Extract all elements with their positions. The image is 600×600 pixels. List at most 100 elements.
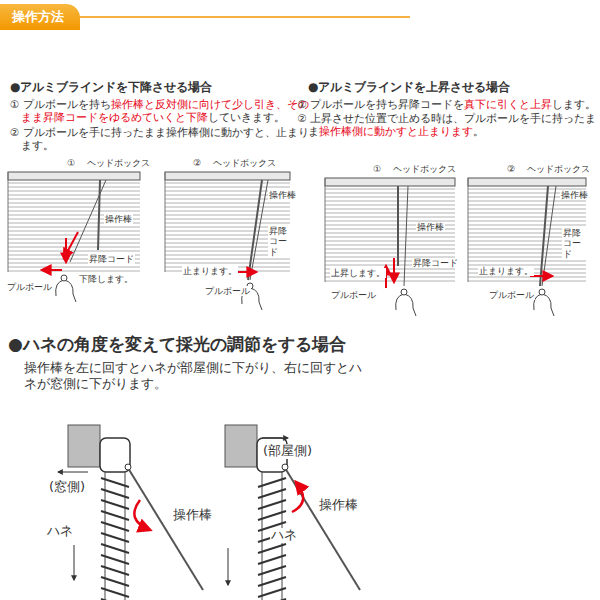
slat [8,227,140,228]
hand [56,280,76,302]
part-label: 操作棒 [269,190,296,200]
slat [468,277,586,278]
text-group: 昇降コード [412,258,459,268]
header-text: 操作方法 [12,9,64,24]
slat [101,500,129,509]
part-label: 操作棒 [417,222,444,232]
slat [8,191,140,192]
slat [468,201,586,202]
slat [325,209,455,210]
text-group: ② 上昇させた位置で止める時は、プルボールを手に持ったまま操作棒側に動かすと止ま… [298,112,599,138]
part-label: 止まります。 [479,266,533,276]
wall [225,425,257,467]
part-label: 上昇します。 [331,268,385,278]
instruction-text: します。 [552,98,596,110]
arrow [228,548,229,585]
slat [165,207,290,208]
slat [258,555,286,564]
slat [165,203,290,204]
section-heading: ●アルミブラインドを上昇させる場合 [308,80,510,94]
slat [101,588,129,597]
arrow [74,545,75,580]
slat [258,577,286,586]
text-group: 昇降コード [88,254,135,264]
slat [258,478,286,487]
text-group: ① プルボールを持ち操作棒と反対側に向けて少し引き、そのまま昇降コードをゆるめて… [10,98,313,124]
slat [101,478,129,487]
slat [468,221,586,222]
text-group: 止まります。 [182,266,238,276]
slat [258,500,286,509]
part-label: プルボール [489,290,534,300]
text-group: プルボール [488,290,535,300]
section-heading: ●アルミブラインドを下降させる場合 [10,80,212,94]
text-group: ●ハネの角度を変えて採光の調節をする場合 [8,334,346,355]
part-label: (部屋側) [263,443,312,458]
slat [325,205,455,206]
instruction-text: ① プルボールを持ち [10,98,111,110]
text-group: ヘッドボックス [86,158,151,168]
part-label: ハネ [47,523,73,538]
slat [165,219,290,220]
head-box [468,178,586,186]
slat [101,544,129,553]
operating-rod [397,186,399,266]
slat [101,533,129,542]
text-group: プルボール [330,290,377,300]
text-group: プルボール [6,282,53,292]
part-label: 操作棒 [561,190,588,200]
slat [8,267,140,268]
slat [165,211,290,212]
instruction-text: ② プルボールを手に持ったまま操作棒側に動かすと、止まります。 [10,126,309,151]
slat [258,599,286,600]
part-label: ② [193,158,201,168]
red-turn-arrow [292,482,303,512]
pull-ball [61,275,67,281]
text-group: ●アルミブラインドを上昇させる場合 [308,80,510,95]
slat [325,193,455,194]
slat [101,566,129,575]
operating-rod [128,468,203,590]
slat [165,187,290,188]
slat [468,281,586,282]
text-group: 操作棒 [268,190,297,200]
slat [8,211,140,212]
arrow [58,472,88,473]
slat [258,588,286,597]
part-label: 昇降コード [413,258,458,268]
text-group: 操作棒 [104,214,133,224]
part-label: ① [67,158,75,168]
slat [101,577,129,586]
instruction-text: 。 [473,125,484,137]
slat [325,233,455,234]
text-group: ヘッドボックス [392,164,457,174]
part-label: ヘッドボックス [213,158,276,168]
red-turn-arrow [134,500,150,530]
blind-edge [468,178,469,282]
part-label: 止まります。 [183,266,237,276]
part-label: 昇降 コード [269,226,287,257]
text-group: 操作棒 [560,190,589,200]
slat [8,203,140,204]
part-label: 下降します。 [79,274,133,284]
hand [396,294,416,316]
slat [8,187,140,188]
slat [101,511,129,520]
text-group: (窓側) [48,480,86,495]
slat [165,223,290,224]
head-box [8,172,140,180]
text-group: ① [66,158,76,168]
text-group: ●アルミブラインドを下降させる場合 [10,80,212,95]
text-group: 止まります。 [478,266,534,276]
text-group: 下降します。 [78,274,134,284]
slat [8,243,140,244]
slat [468,225,586,226]
slat [165,215,290,216]
red-arrow [65,238,67,262]
slat [325,189,455,190]
part-label: 操作棒 [319,497,358,512]
slat [101,555,129,564]
part-label: プルボール [7,282,52,292]
slat [101,522,129,531]
gear [125,464,131,470]
